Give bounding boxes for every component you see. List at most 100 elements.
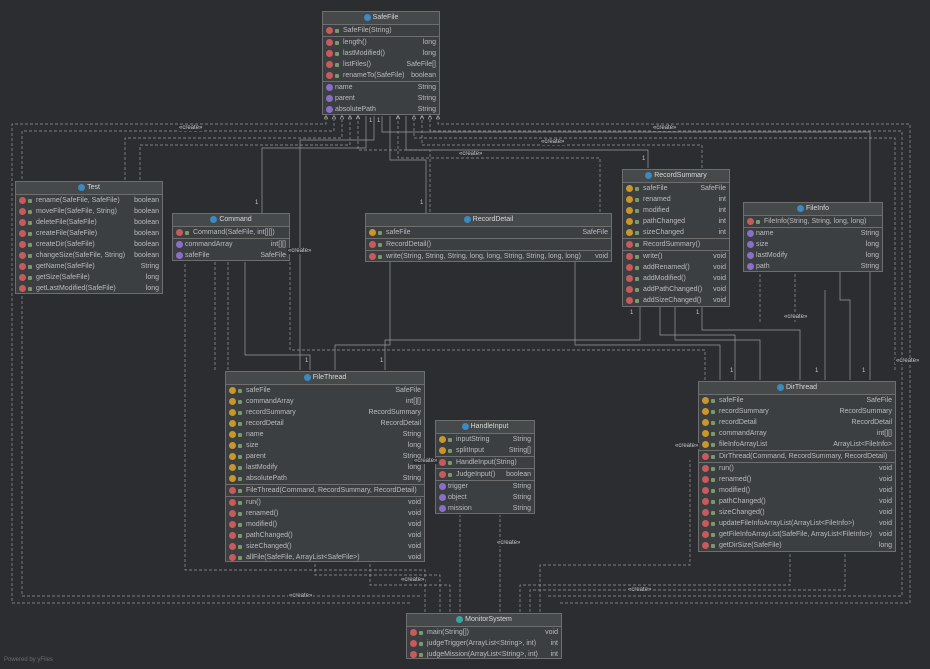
method-row[interactable]: getDirSize(SafeFile)long [699,540,895,551]
member-name: safeFile [246,387,271,394]
constructor-row[interactable]: RecordDetail() [366,239,611,250]
field-row[interactable]: safeFile SafeFile [226,385,424,396]
method-row[interactable]: pathChanged()void [226,530,424,541]
method-row[interactable]: getFileInfoArrayList(SafeFile, ArrayList… [699,529,895,540]
method-row[interactable]: write()void [623,251,729,262]
method-row[interactable]: addModified()void [623,273,729,284]
method-row[interactable]: renamed()void [226,508,424,519]
method-row[interactable]: sizeChanged()void [699,507,895,518]
method-row[interactable]: allFile(SafeFile, ArrayList<SafeFile>)vo… [226,552,424,563]
method-row[interactable]: sizeChanged()void [226,541,424,552]
class-monitorsystem[interactable]: MonitorSystem main(String[])void judgeTr… [406,613,562,659]
constructor-row[interactable]: Command(SafeFile, int[][]) [173,227,289,238]
method-row[interactable]: changeSize(SafeFile, String)boolean [16,250,162,261]
method-row[interactable]: modified()void [226,519,424,530]
member-name: getLastModified(SafeFile) [36,285,116,292]
method-row[interactable]: createDir(SafeFile)boolean [16,239,162,250]
class-test[interactable]: Test rename(SafeFile, SafeFile)boolean m… [15,181,163,294]
method-row[interactable]: listFiles()SafeFile[] [323,59,439,70]
method-icon [19,219,26,226]
method-row[interactable]: rename(SafeFile, SafeFile)boolean [16,195,162,206]
method-row[interactable]: addPathChanged()void [623,284,729,295]
method-row[interactable]: addSizeChanged()void [623,295,729,306]
private-visibility-icon [448,448,452,453]
method-row[interactable]: judgeMission(ArrayList<String>, int)int [407,649,561,660]
class-command[interactable]: Command Command(SafeFile, int[][]) comma… [172,213,290,261]
method-row[interactable]: getLastModified(SafeFile)long [16,283,162,294]
method-row[interactable]: getSize(SafeFile)long [16,272,162,283]
method-row[interactable]: modified()void [699,485,895,496]
method-row[interactable]: createFile(SafeFile)boolean [16,228,162,239]
method-row[interactable]: renamed()void [699,474,895,485]
method-row[interactable]: updateFileInfoArrayList(ArrayList<FileIn… [699,518,895,529]
method-row[interactable]: length()long [323,37,439,48]
method-row[interactable]: addRenamed()void [623,262,729,273]
method-row[interactable]: renameTo(SafeFile)boolean [323,70,439,81]
class-fileinfo[interactable]: FileInfo FileInfo(String, String, long, … [743,202,883,272]
constructor-row[interactable]: DirThread(Command, RecordSummary, Record… [699,451,895,462]
method-row[interactable]: run()void [226,497,424,508]
constructor-row[interactable]: FileInfo(String, String, long, long) [744,216,882,227]
constructor-row[interactable]: RecordSummary() [623,239,729,250]
method-row[interactable]: JudgeInput()boolean [436,469,534,480]
class-safefile[interactable]: SafeFile SafeFile(String) length()long l… [322,11,440,115]
public-visibility-icon [711,510,715,515]
member-type: void [595,253,608,260]
method-row[interactable]: main(String[])void [407,627,561,638]
method-row[interactable]: lastModified()long [323,48,439,59]
method-row[interactable]: run()void [699,463,895,474]
method-row[interactable]: moveFile(SafeFile, String)boolean [16,206,162,217]
member-type: long [865,241,879,248]
constructor-row[interactable]: FileThread(Command, RecordSummary, Recor… [226,485,424,496]
class-icon [461,422,469,430]
constructor-row[interactable]: HandleInput(String) [436,457,534,468]
constructor-row[interactable]: SafeFile(String) [323,25,439,36]
method-row[interactable]: deleteFile(SafeFile)boolean [16,217,162,228]
member-type: SafeFile [395,387,421,394]
method-row[interactable]: getName(SafeFile)String [16,261,162,272]
method-row[interactable]: pathChanged()void [699,496,895,507]
method-row[interactable]: judgeTrigger(ArrayList<String>, int)int [407,638,561,649]
method-row[interactable]: write(String, String, String, long, long… [366,251,611,262]
